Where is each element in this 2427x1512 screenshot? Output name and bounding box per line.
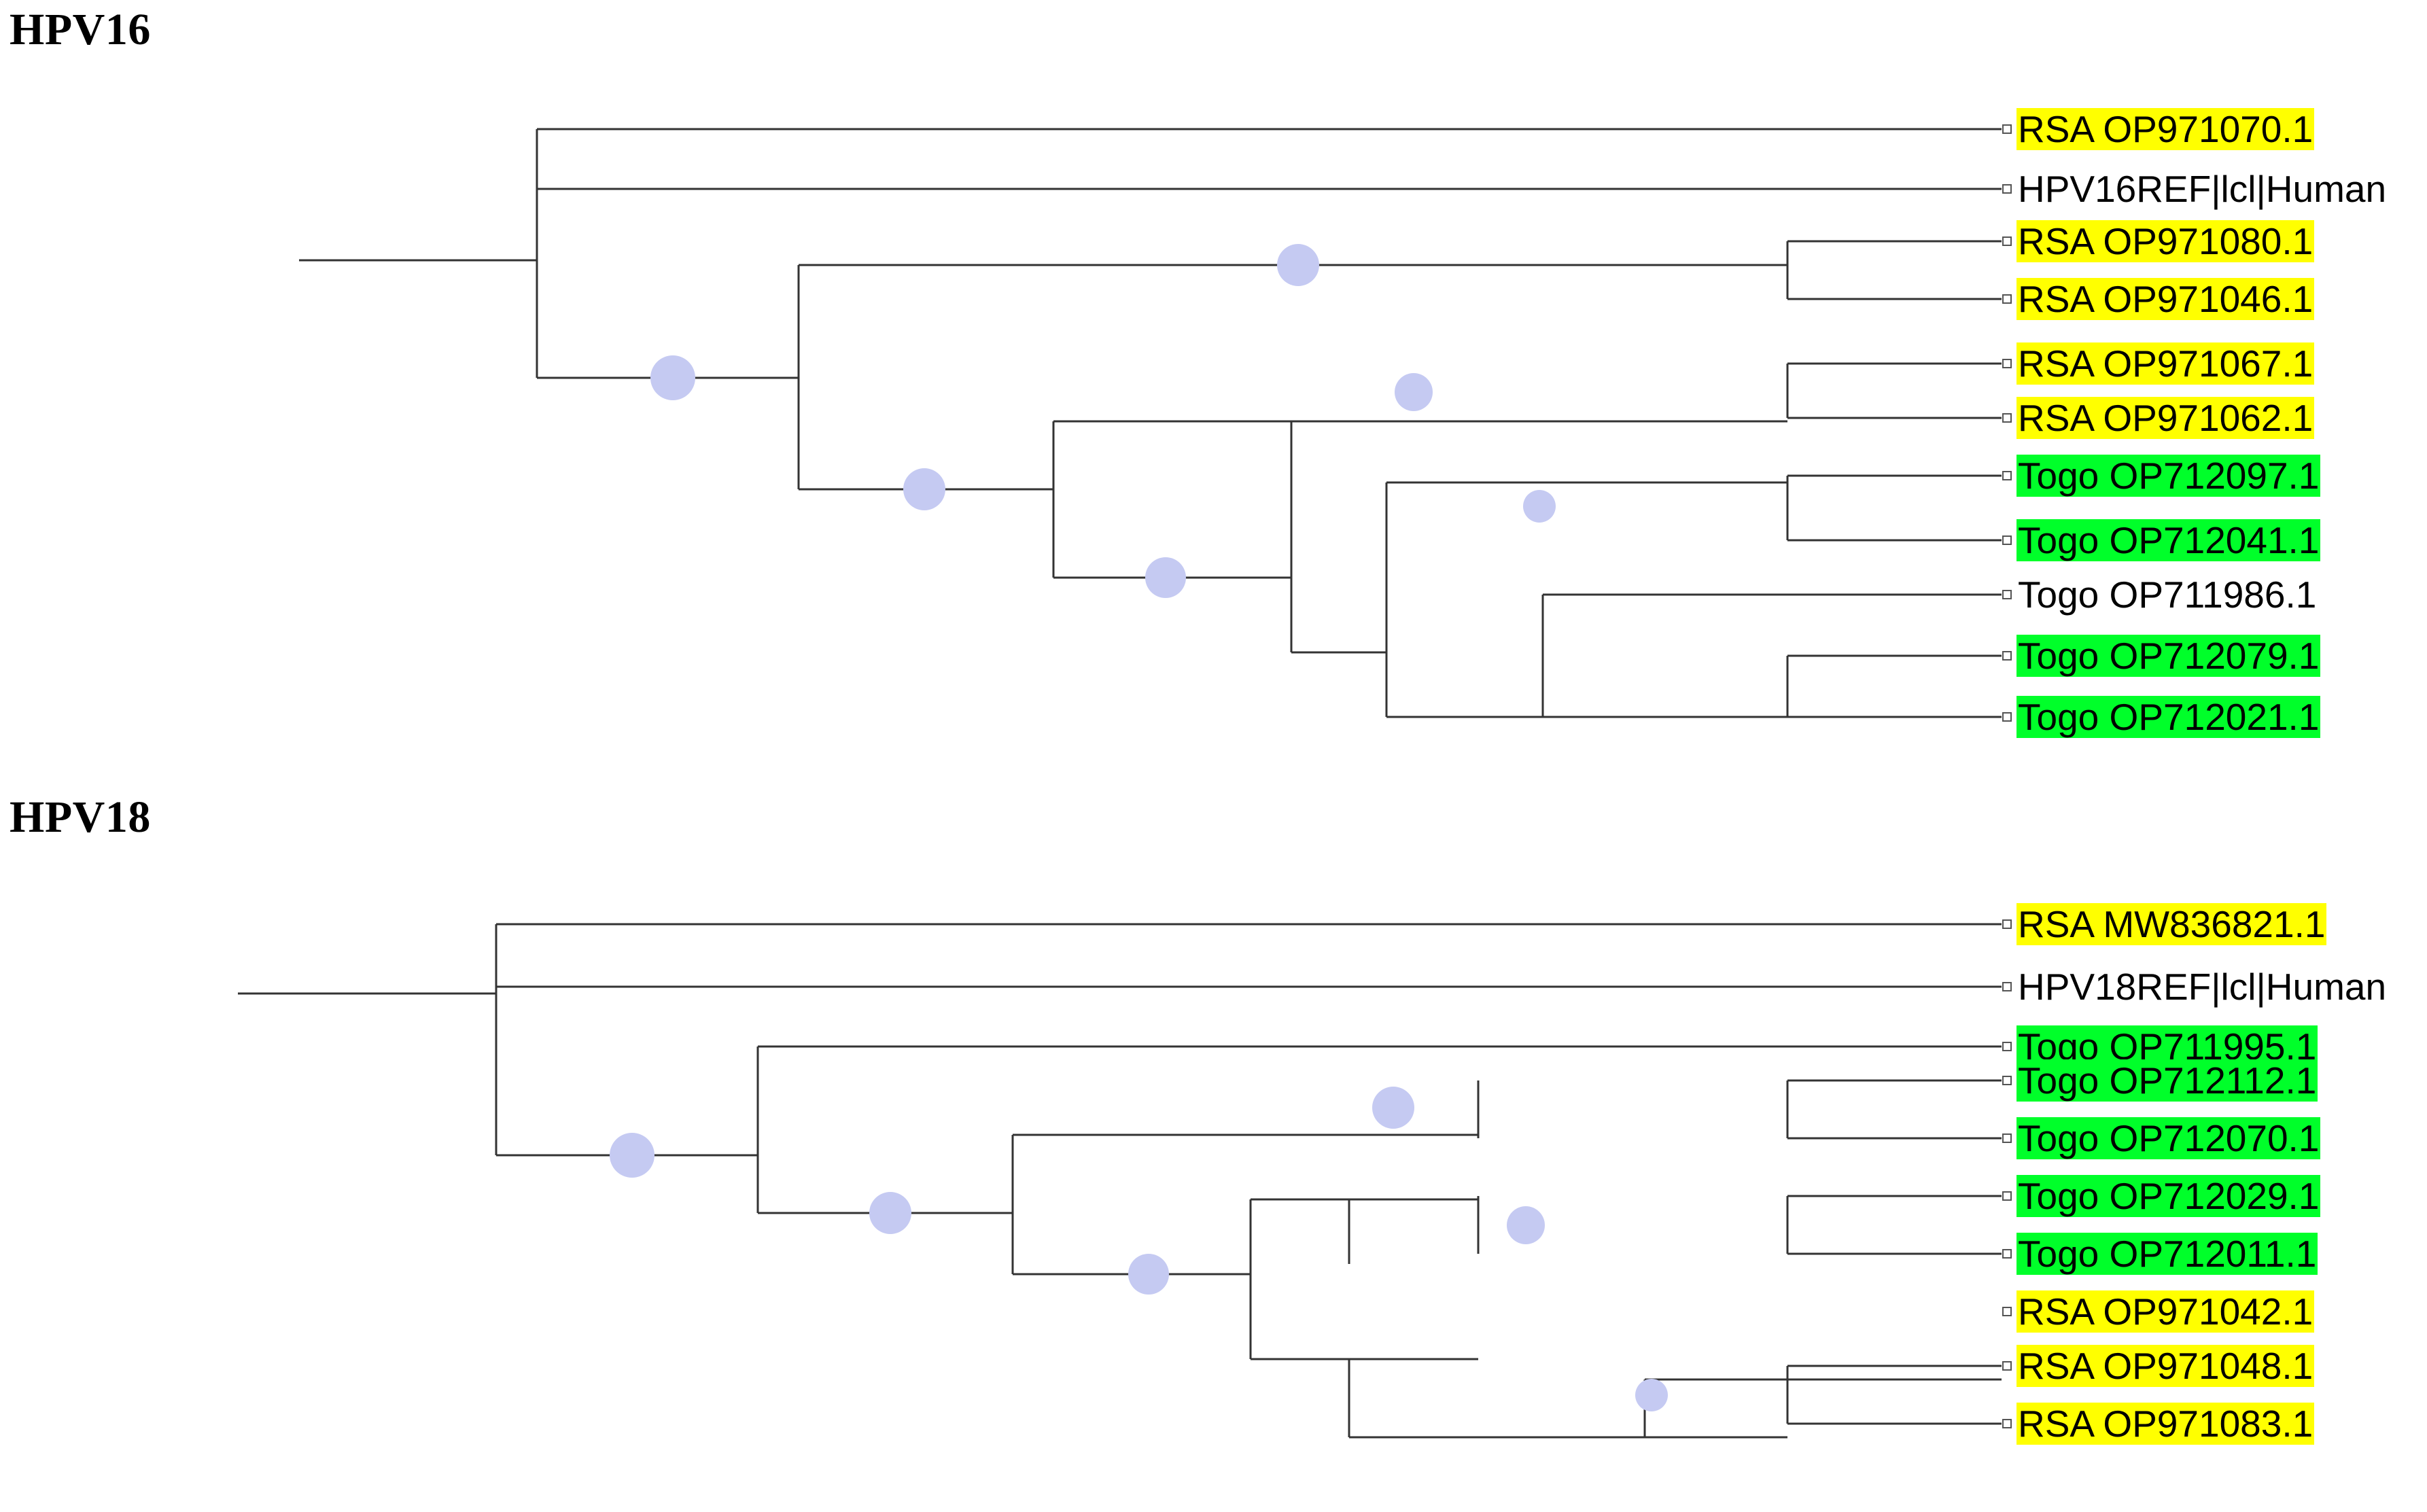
support-node-dot	[1372, 1087, 1414, 1129]
leaf-label: RSA OP971062.1	[2016, 397, 2315, 439]
support-node-dot	[610, 1133, 654, 1178]
tip-marker	[2002, 413, 2012, 423]
leaf-label: Togo OP712070.1	[2016, 1117, 2321, 1159]
leaf-label: Togo OP712112.1	[2016, 1059, 2318, 1102]
tip-marker	[2002, 712, 2012, 722]
tip-marker	[2002, 535, 2012, 545]
leaf-label: Togo OP712079.1	[2016, 635, 2321, 677]
support-node-dot	[1277, 244, 1319, 286]
tip-marker	[2002, 236, 2012, 246]
support-node-dot	[1128, 1254, 1169, 1295]
tip-marker	[2002, 1133, 2012, 1143]
support-node-dot	[903, 468, 945, 510]
leaf-label: RSA OP971083.1	[2016, 1403, 2315, 1445]
panel-hpv18: HPV18	[0, 775, 2427, 1512]
leaf-label: RSA OP971042.1	[2016, 1290, 2315, 1333]
leaf-label: HPV18REF|lcl|Human	[2018, 966, 2387, 1008]
tree-svg-hpv18	[238, 923, 2002, 1439]
support-node-dot	[1145, 557, 1186, 598]
tip-marker	[2002, 1307, 2012, 1316]
leaf-label: Togo OP712021.1	[2016, 696, 2321, 738]
panel-title-hpv18: HPV18	[10, 792, 151, 842]
support-node-dot	[869, 1192, 911, 1234]
leaf-label: HPV16REF|lcl|Human	[2018, 168, 2387, 210]
tip-marker	[2002, 184, 2012, 194]
leaf-label: RSA OP971067.1	[2016, 342, 2315, 385]
tip-marker	[2002, 1249, 2012, 1259]
tip-marker	[2002, 1361, 2012, 1371]
leaf-label: RSA MW836821.1	[2016, 903, 2327, 945]
support-node-dot	[1635, 1379, 1668, 1411]
tip-marker	[2002, 124, 2012, 134]
leaf-label: RSA OP971070.1	[2016, 108, 2315, 150]
tip-marker	[2002, 471, 2012, 480]
tip-marker	[2002, 1076, 2012, 1085]
tip-marker	[2002, 919, 2012, 929]
leaf-label: Togo OP712041.1	[2016, 519, 2321, 561]
support-node-dot	[650, 355, 695, 400]
tip-marker	[2002, 590, 2012, 599]
leaf-label: Togo OP712011.1	[2016, 1233, 2318, 1275]
leaf-label: Togo OP712029.1	[2016, 1175, 2321, 1217]
leaf-labels-hpv16: RSA OP971070.1 HPV16REF|lcl|Human RSA OP…	[650, 108, 2387, 738]
tip-marker	[2002, 982, 2012, 991]
support-node-dot	[1507, 1206, 1545, 1244]
tip-marker	[2002, 1191, 2012, 1201]
leaf-label: RSA OP971048.1	[2016, 1345, 2315, 1387]
tip-marker	[2002, 1042, 2012, 1051]
support-node-dot	[1395, 373, 1433, 411]
leaf-label: RSA OP971080.1	[2016, 220, 2315, 262]
tip-marker	[2002, 294, 2012, 304]
phylogenetic-tree-hpv18	[0, 775, 2427, 1512]
leaf-label: Togo OP712097.1	[2016, 455, 2321, 497]
leaf-label: Togo OP711986.1	[2018, 574, 2317, 616]
panel-title-hpv16: HPV16	[10, 5, 151, 54]
leaf-labels-hpv18: RSA MW836821.1 HPV18REF|lcl|Human Togo O…	[0, 775, 2427, 1512]
tip-marker	[2002, 359, 2012, 368]
support-node-dot	[1523, 490, 1556, 523]
tip-marker	[2002, 651, 2012, 661]
leaf-label: RSA OP971046.1	[2016, 278, 2315, 320]
tip-marker	[2002, 1419, 2012, 1428]
panel-hpv16: HPV16	[10, 5, 2387, 738]
